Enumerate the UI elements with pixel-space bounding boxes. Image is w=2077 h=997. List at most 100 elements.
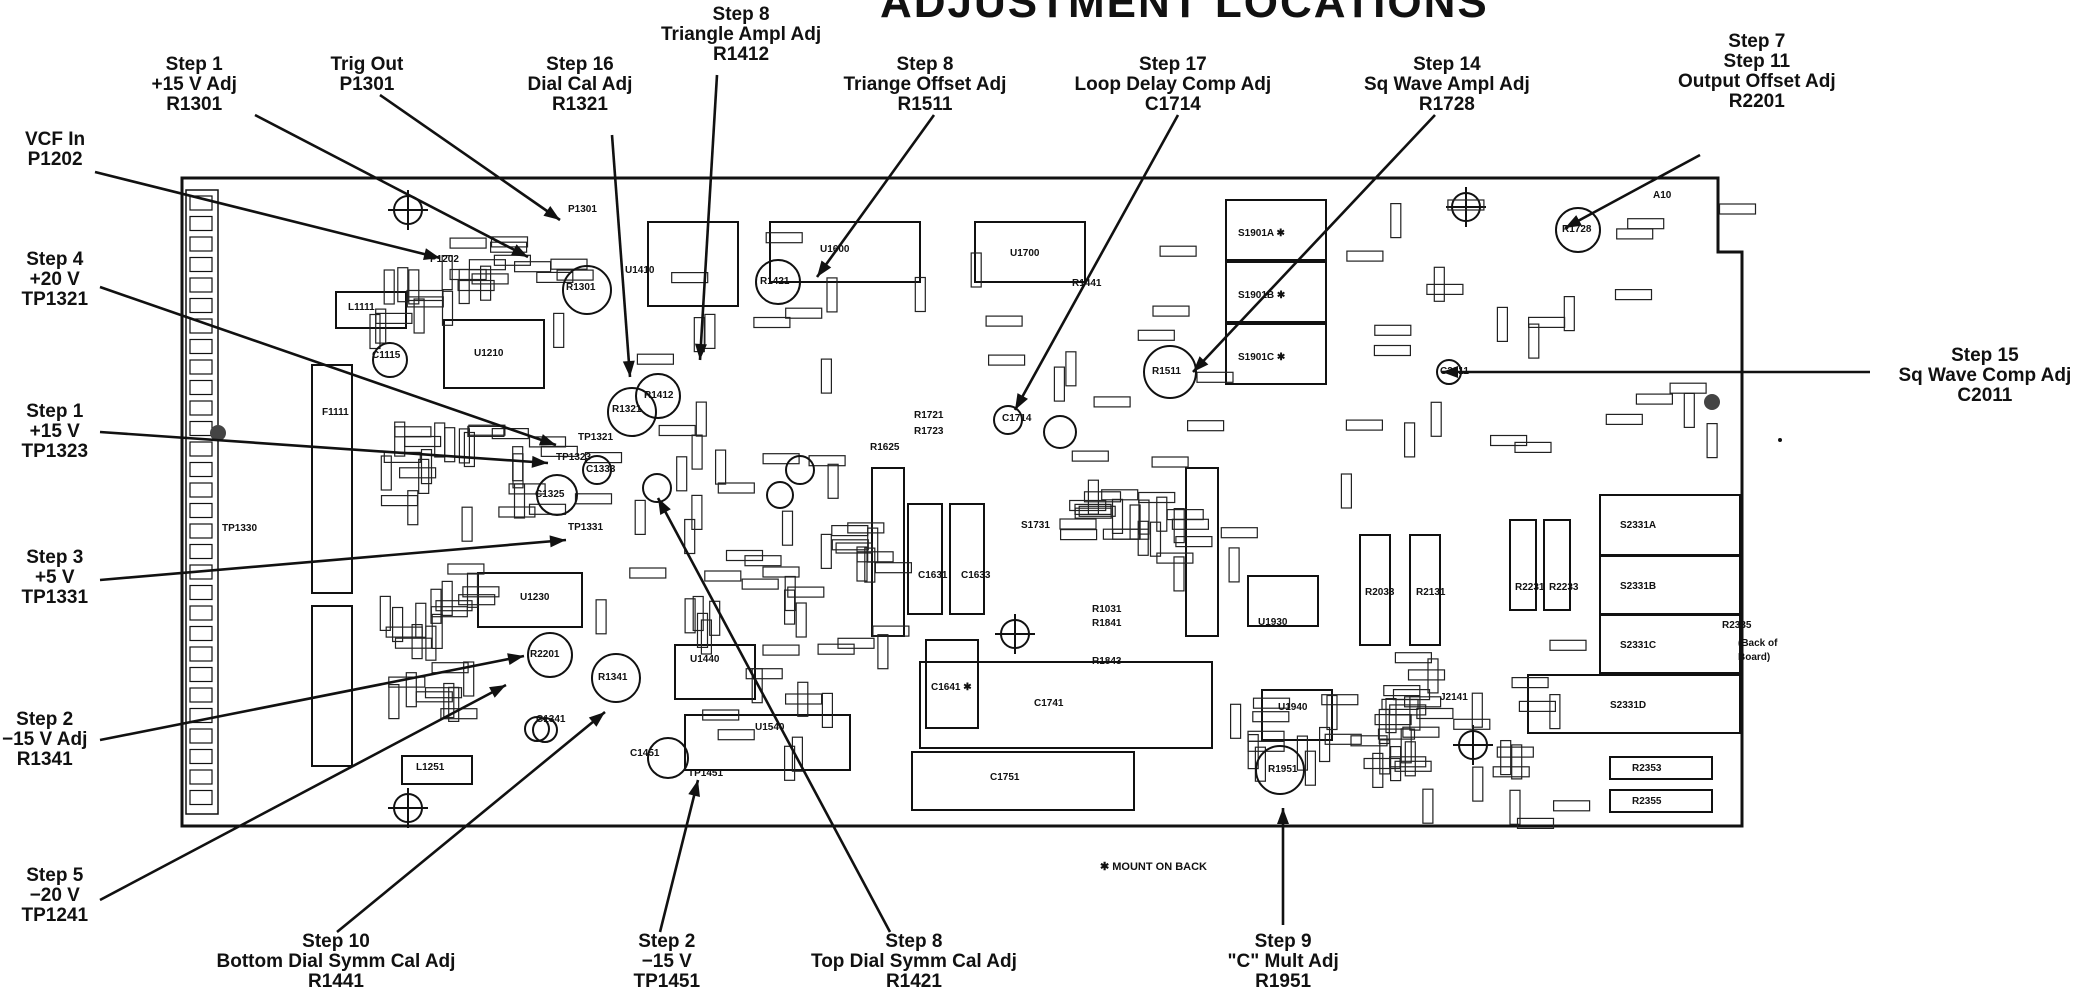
callout-s2a-line: R1341 — [16, 749, 73, 770]
arrowhead-s7 — [1565, 215, 1582, 228]
silkscreen-label: F1111 — [322, 407, 349, 418]
small-part — [1374, 713, 1412, 726]
arrowhead-s9 — [1277, 808, 1289, 824]
small-part — [1228, 547, 1240, 583]
silkscreen-label: J2141 — [1440, 692, 1468, 703]
callout-s16-line: R1321 — [551, 94, 608, 115]
small-part — [1389, 745, 1402, 782]
small-part — [1101, 489, 1139, 501]
callout-s5-line: TP1241 — [21, 905, 89, 926]
silkscreen-label: TP1330 — [222, 523, 257, 534]
callout-s17-line: C1714 — [1144, 94, 1201, 115]
small-part — [1324, 733, 1362, 745]
callout-s9-line: "C" Mult Adj — [1227, 951, 1339, 972]
small-part — [784, 693, 823, 705]
callout-s15-line: Step 15 — [1951, 345, 2019, 366]
diagram-title: ADJUSTMENT LOCATIONS — [880, 0, 1489, 27]
large-components — [311, 199, 1741, 813]
silkscreen-label: R2033 — [1365, 587, 1395, 598]
silkscreen-label: R1843 — [1092, 656, 1122, 667]
silkscreen-label: U1230 — [520, 592, 550, 603]
callout-trig-line: Trig Out — [330, 54, 404, 75]
silkscreen-label: R2353 — [1632, 763, 1662, 774]
small-part — [388, 683, 400, 720]
small-part — [490, 241, 528, 253]
callout-s7-line: Step 7 — [1728, 31, 1786, 52]
small-part — [430, 588, 442, 624]
small-part — [513, 483, 526, 519]
small-part — [1137, 520, 1149, 556]
silkscreen-label: R1728 — [1562, 224, 1592, 235]
arrowhead-s3 — [549, 535, 566, 548]
leader-s2a — [99, 654, 525, 742]
small-part — [985, 315, 1023, 327]
small-part — [553, 312, 565, 348]
small-part — [1220, 527, 1258, 539]
silkscreen-label: R1301 — [566, 282, 596, 293]
small-part — [1065, 351, 1077, 387]
small-part — [536, 271, 574, 283]
callout-s8c-line: Step 8 — [885, 931, 943, 952]
small-part — [1409, 695, 1421, 731]
small-part — [1069, 499, 1107, 512]
silkscreen-label: S2331A — [1620, 520, 1656, 531]
connector-finger — [189, 625, 213, 642]
small-part — [634, 499, 646, 535]
connector-finger — [189, 666, 213, 683]
silkscreen-label: R2355 — [1632, 796, 1662, 807]
small-part — [1087, 479, 1100, 515]
callout-vcf-line: P1202 — [27, 149, 83, 170]
silkscreen-label: (Back of — [1738, 638, 1778, 649]
silkscreen-label: C1714 — [1002, 413, 1032, 424]
small-part — [1635, 393, 1674, 405]
small-part — [714, 449, 727, 485]
small-part — [392, 606, 404, 643]
callout-s8a-line: Triangle Ampl Adj — [661, 24, 822, 45]
small-part — [1552, 800, 1591, 812]
small-part — [717, 482, 755, 494]
small-part — [1186, 420, 1225, 432]
silkscreen-label: TP1323 — [556, 452, 591, 463]
small-part — [1254, 746, 1267, 782]
small-part — [1616, 228, 1654, 240]
small-part — [1053, 366, 1066, 402]
small-part — [1326, 694, 1338, 731]
callout-s15-line: C2011 — [1957, 385, 2013, 406]
small-part — [513, 261, 552, 273]
callout-s2b-line: −15 V — [641, 951, 692, 972]
small-part — [785, 307, 823, 319]
small-part — [1381, 698, 1419, 711]
small-part — [820, 358, 833, 394]
connector-finger — [189, 256, 213, 273]
leader-s17 — [1013, 114, 1180, 411]
silkscreen-label: C1751 — [990, 772, 1020, 783]
small-part — [1496, 306, 1509, 342]
small-part — [1383, 684, 1421, 697]
small-part — [441, 290, 454, 326]
callout-s1a-line: +15 V Adj — [151, 74, 237, 95]
small-part — [512, 446, 524, 482]
silkscreen-label: C1115 — [372, 350, 401, 361]
arrow-heads — [423, 205, 1582, 824]
connector-finger — [189, 400, 213, 416]
small-part — [458, 594, 496, 606]
leader-s2b — [658, 779, 700, 933]
small-part — [1407, 669, 1446, 681]
small-part — [1403, 422, 1416, 458]
small-part — [457, 279, 495, 292]
small-part — [550, 258, 588, 270]
arrowhead-s8b — [817, 260, 832, 277]
leader-s8c — [656, 497, 892, 933]
small-part — [817, 643, 855, 655]
small-part — [1149, 521, 1162, 557]
callout-s17-line: Loop Delay Comp Adj — [1074, 74, 1272, 95]
